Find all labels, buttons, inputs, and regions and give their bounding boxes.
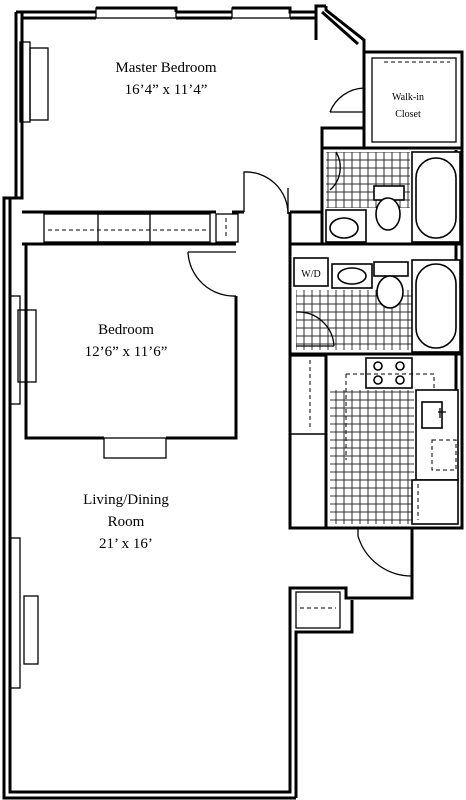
kitchen — [324, 352, 464, 577]
washer-dryer-label: W/D — [301, 269, 320, 280]
bottom-closet — [295, 591, 341, 629]
living-dining-label-2: Room — [108, 514, 145, 530]
master-bedroom-label: Master Bedroom — [115, 60, 217, 76]
master-bedroom-dims: 16’4” x 11’4” — [125, 82, 208, 98]
bathroom-upper — [320, 146, 464, 246]
living-dining-dims: 21’ x 16’ — [99, 536, 153, 552]
master-bedroom-door — [243, 171, 289, 215]
living-dining-label-1: Living/Dining — [83, 492, 169, 508]
bedroom-label: Bedroom — [98, 322, 154, 338]
master-bedroom-walls — [22, 12, 366, 243]
bedroom-dims: 12’6” x 11’6” — [85, 344, 168, 360]
windows — [9, 7, 291, 689]
bathroom-lower — [288, 242, 464, 356]
walk-in-closet-label-1: Walk-in — [392, 92, 424, 103]
walk-in-closet-label-2: Closet — [395, 109, 421, 120]
bedroom-walls — [22, 242, 238, 459]
